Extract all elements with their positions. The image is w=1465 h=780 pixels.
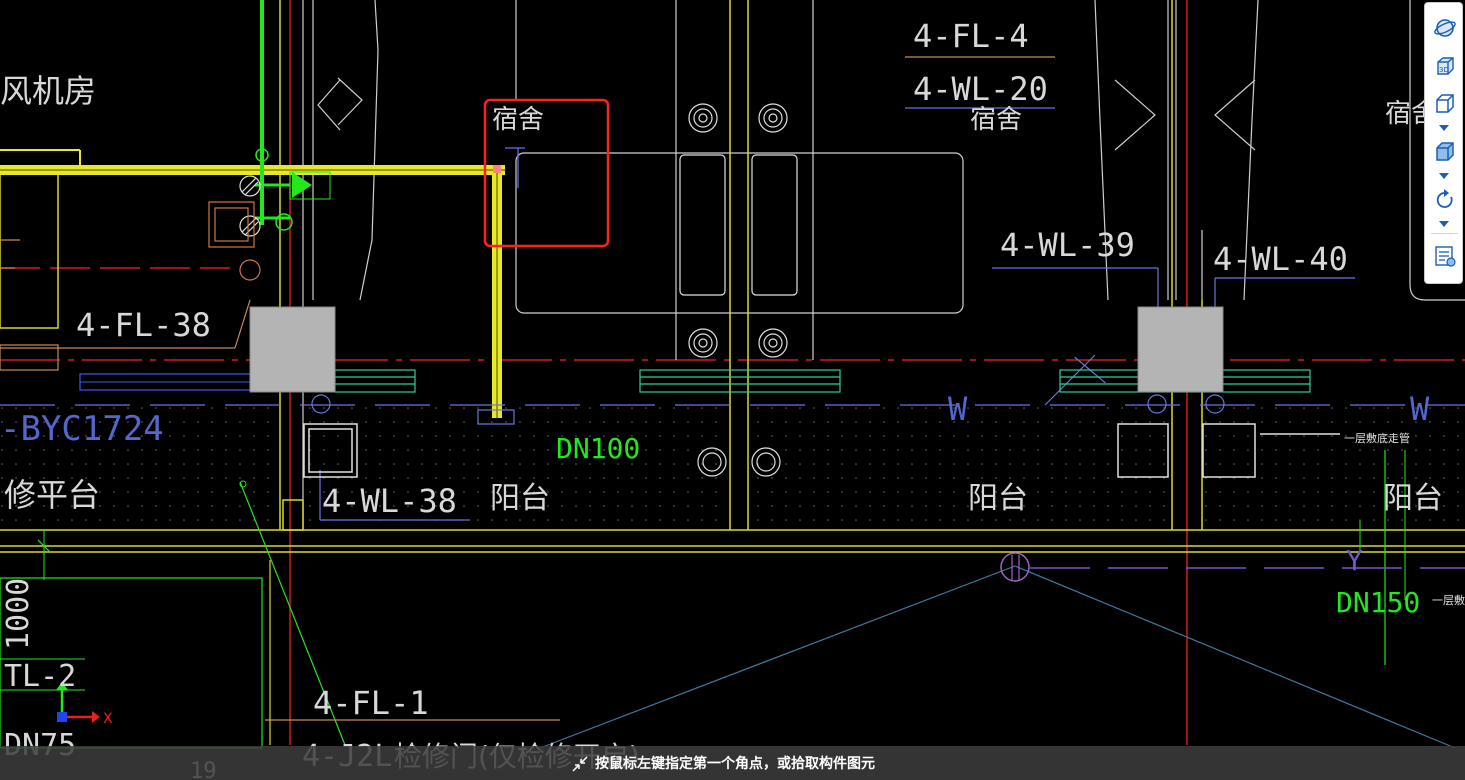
pipe-size-dn150: DN150 bbox=[1336, 586, 1420, 619]
ucs-x-label: X bbox=[103, 711, 113, 727]
wireframe-cube-icon bbox=[1435, 94, 1454, 113]
hatch-area bbox=[305, 405, 725, 525]
chevron-down-icon bbox=[1439, 221, 1449, 227]
hatch-area bbox=[755, 405, 1175, 525]
view-toolbar: 3D bbox=[1424, 2, 1463, 284]
leader-lines bbox=[0, 56, 1055, 721]
pipe-label-tl2: TL-2 bbox=[4, 659, 76, 694]
pipe-type-w: W bbox=[1410, 390, 1430, 428]
pipe-label-wl20: 4-WL-20 bbox=[913, 70, 1048, 108]
note-floor-pipe: 一层敷底走管 bbox=[1344, 431, 1410, 445]
pipe-label-fl1: 4-FL-1 bbox=[313, 684, 429, 722]
rotate-button[interactable] bbox=[1429, 185, 1460, 215]
pipe-label-wl38: 4-WL-38 bbox=[322, 482, 457, 520]
pipe-fittings bbox=[208, 175, 261, 281]
floor-drain-symbols bbox=[679, 103, 798, 477]
room-label-fan-room: 风机房 bbox=[0, 72, 96, 110]
chevron-down-icon bbox=[1439, 173, 1449, 179]
pipe-type-w: W bbox=[948, 390, 968, 428]
pipe-size-dn100: DN100 bbox=[556, 432, 640, 465]
room-label-balcony: 阳台 bbox=[968, 481, 1028, 516]
room-label-balcony: 阳台 bbox=[490, 481, 550, 516]
blue-leaders bbox=[0, 107, 1465, 521]
command-prompt-text: 按鼠标左键指定第一个角点，或拾取构件图元 bbox=[595, 756, 875, 772]
wireframe-dropdown-caret[interactable] bbox=[1438, 123, 1450, 133]
orbit-icon bbox=[1433, 19, 1456, 37]
rotate-dropdown-caret[interactable] bbox=[1438, 219, 1450, 229]
beam-label-byc: -BYC1724 bbox=[0, 409, 164, 449]
shaded-view-button[interactable] bbox=[1429, 137, 1460, 167]
column-block[interactable] bbox=[249, 306, 336, 393]
pick-cursor-icon bbox=[572, 756, 588, 772]
pipe-type-y: Y bbox=[1346, 544, 1363, 577]
hatch-area bbox=[0, 405, 280, 525]
pipe-label-fl38: 4-FL-38 bbox=[76, 306, 211, 344]
wall-lines bbox=[302, 0, 1465, 530]
shaft-boxes bbox=[303, 423, 1340, 478]
3d-view-icon: 3D bbox=[1436, 57, 1454, 75]
ucs-axes-icon: X bbox=[56, 682, 113, 727]
rotate-icon bbox=[1436, 189, 1453, 208]
toolbar-separator bbox=[1431, 233, 1458, 234]
shaded-dropdown-caret[interactable] bbox=[1438, 171, 1450, 181]
pipe-label-fl4: 4-FL-4 bbox=[913, 17, 1029, 55]
structure-lines bbox=[0, 0, 1465, 553]
room-label-balcony: 阳台 bbox=[1383, 481, 1443, 516]
wireframe-view-button[interactable] bbox=[1429, 89, 1460, 119]
properties-list-icon bbox=[1434, 246, 1456, 267]
selected-yellow-pipe[interactable] bbox=[0, 149, 505, 418]
3d-view-button[interactable]: 3D bbox=[1429, 51, 1460, 81]
room-label-platform: 修平台 bbox=[4, 476, 100, 514]
room-label-dorm: 宿舍 bbox=[970, 105, 1022, 135]
note-floor-pipe: 一层敷底走管 bbox=[1432, 593, 1465, 607]
column-block[interactable] bbox=[1137, 306, 1224, 393]
3d-text: 3D bbox=[1439, 66, 1449, 74]
command-prompt-bar: 按鼠标左键指定第一个角点，或拾取构件图元 bbox=[0, 746, 1465, 780]
green-pipes[interactable] bbox=[239, 0, 1406, 746]
dim-1000-vertical: 1000 bbox=[1, 578, 36, 650]
orbit-button[interactable] bbox=[1429, 13, 1460, 43]
hatch-area bbox=[1200, 405, 1465, 525]
pipe-label-wl40: 4-WL-40 bbox=[1213, 240, 1348, 278]
room-label-dorm: 宿舍 bbox=[492, 105, 544, 135]
selection-rectangle bbox=[483, 98, 610, 248]
chevron-down-icon bbox=[1439, 125, 1449, 131]
pipe-label-wl39: 4-WL-39 bbox=[1000, 226, 1135, 264]
properties-button[interactable] bbox=[1429, 241, 1460, 271]
shaded-cube-icon bbox=[1435, 142, 1454, 161]
